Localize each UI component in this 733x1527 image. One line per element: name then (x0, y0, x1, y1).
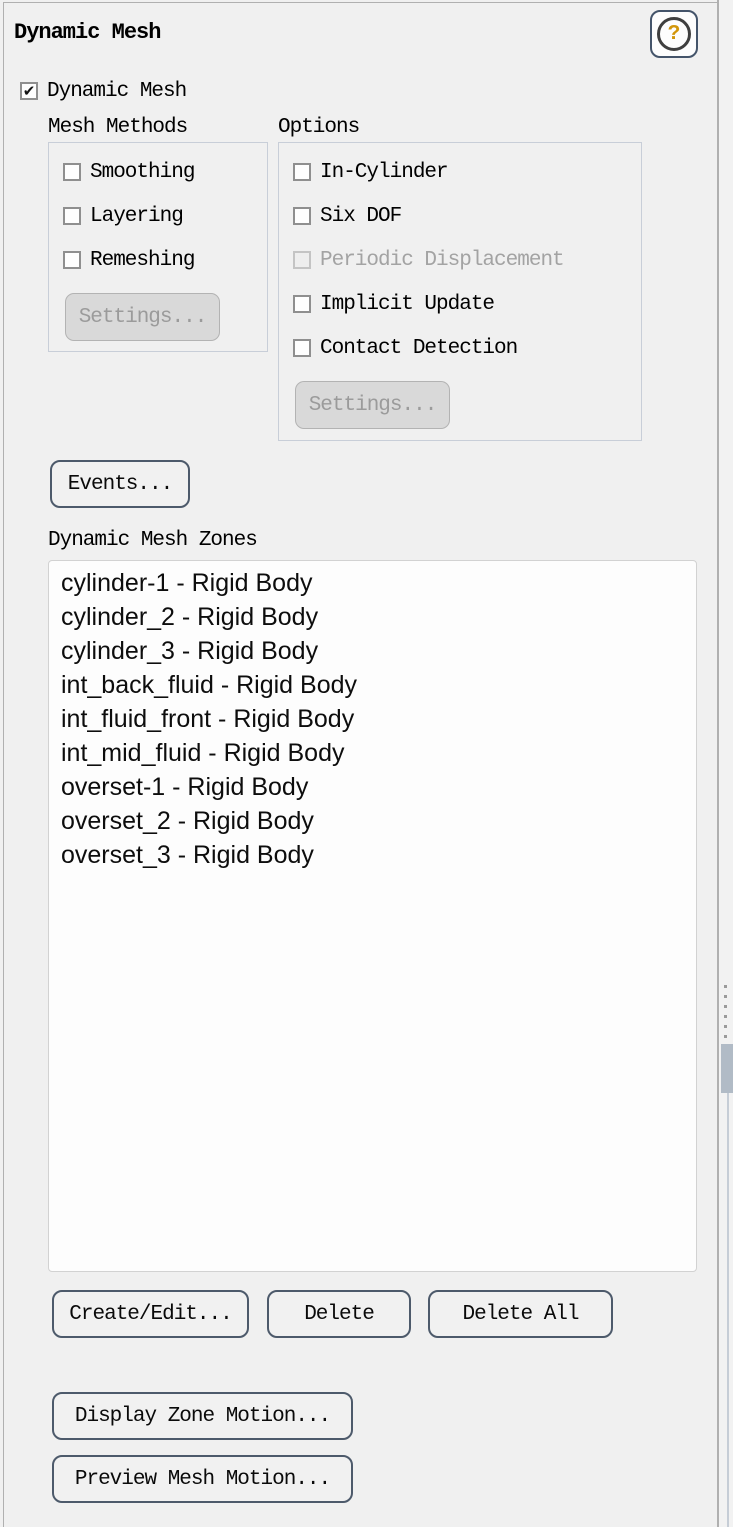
in-cylinder-row: In-Cylinder (279, 150, 641, 194)
smoothing-checkbox[interactable] (63, 163, 81, 181)
help-button[interactable]: ? (650, 10, 698, 58)
list-item[interactable]: int_back_fluid - Rigid Body (61, 671, 357, 699)
mesh-methods-settings-button: Settings... (65, 293, 220, 341)
preview-mesh-motion-button[interactable]: Preview Mesh Motion... (52, 1455, 353, 1503)
list-item[interactable]: cylinder-1 - Rigid Body (61, 569, 313, 597)
panel-left-border (3, 2, 4, 1527)
contact-detection-row: Contact Detection (279, 326, 641, 370)
list-item[interactable]: int_mid_fluid - Rigid Body (61, 739, 345, 767)
list-item[interactable]: cylinder_3 - Rigid Body (61, 637, 319, 665)
help-icon: ? (657, 17, 691, 51)
dynamic-mesh-checkbox-label: Dynamic Mesh (47, 79, 187, 103)
zones-list[interactable]: cylinder-1 - Rigid Body cylinder_2 - Rigi… (48, 560, 697, 1272)
list-item[interactable]: cylinder_2 - Rigid Body (61, 603, 319, 631)
page-title: Dynamic Mesh (14, 20, 161, 45)
display-zone-motion-button[interactable]: Display Zone Motion... (52, 1392, 353, 1440)
implicit-update-row: Implicit Update (279, 282, 641, 326)
layering-label: Layering (90, 204, 184, 228)
splitter-grip-icon[interactable] (724, 985, 727, 1045)
six-dof-checkbox[interactable] (293, 207, 311, 225)
panel-right-border (717, 0, 719, 1527)
list-item[interactable]: overset-1 - Rigid Body (61, 773, 309, 801)
mesh-methods-group-label: Mesh Methods (48, 116, 188, 139)
in-cylinder-label: In-Cylinder (320, 160, 449, 184)
periodic-displacement-checkbox (293, 251, 311, 269)
create-edit-button[interactable]: Create/Edit... (52, 1290, 249, 1338)
list-item[interactable]: overset_2 - Rigid Body (61, 807, 314, 835)
remeshing-checkbox[interactable] (63, 251, 81, 269)
smoothing-row: Smoothing (49, 150, 267, 194)
options-settings-button: Settings... (295, 381, 450, 429)
layering-checkbox[interactable] (63, 207, 81, 225)
periodic-displacement-label: Periodic Displacement (320, 248, 565, 272)
list-item[interactable]: overset_3 - Rigid Body (61, 841, 314, 869)
remeshing-label: Remeshing (90, 248, 195, 272)
layering-row: Layering (49, 194, 267, 238)
in-cylinder-checkbox[interactable] (293, 163, 311, 181)
implicit-update-checkbox[interactable] (293, 295, 311, 313)
dynamic-mesh-zones-label: Dynamic Mesh Zones (48, 529, 258, 552)
dynamic-mesh-enable-row: ✔ Dynamic Mesh (20, 78, 187, 104)
six-dof-label: Six DOF (320, 204, 402, 228)
panel-top-border (3, 2, 717, 3)
scrollbar-thumb[interactable] (721, 1044, 733, 1093)
periodic-displacement-row: Periodic Displacement (279, 238, 641, 282)
dynamic-mesh-checkbox[interactable]: ✔ (20, 82, 38, 100)
right-gutter (719, 0, 733, 1527)
events-button[interactable]: Events... (50, 460, 190, 508)
options-group-label: Options (278, 116, 360, 139)
contact-detection-checkbox[interactable] (293, 339, 311, 357)
smoothing-label: Smoothing (90, 160, 195, 184)
six-dof-row: Six DOF (279, 194, 641, 238)
delete-all-button[interactable]: Delete All (428, 1290, 613, 1338)
remeshing-row: Remeshing (49, 238, 267, 282)
implicit-update-label: Implicit Update (320, 292, 495, 316)
scrollbar-track-line (727, 1093, 729, 1527)
delete-button[interactable]: Delete (267, 1290, 411, 1338)
contact-detection-label: Contact Detection (320, 336, 518, 360)
list-item[interactable]: int_fluid_front - Rigid Body (61, 705, 355, 733)
